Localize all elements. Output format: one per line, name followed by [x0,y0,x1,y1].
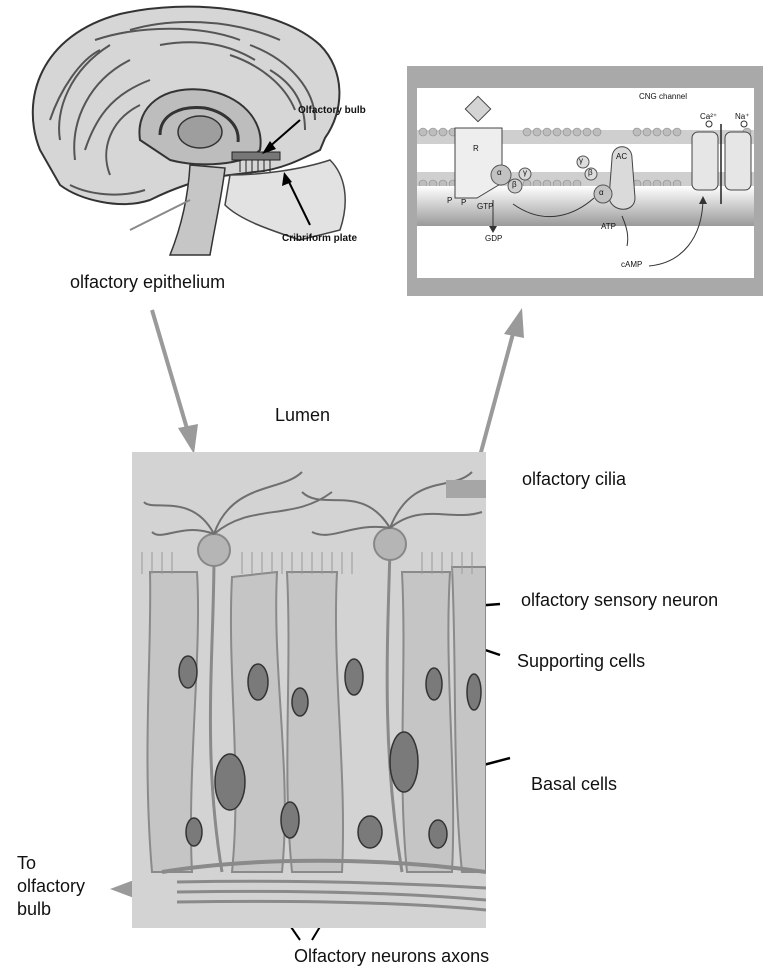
axons-label: Olfactory neurons axons [294,946,489,967]
to-olfactory-bulb-label: To olfactory bulb [17,852,85,921]
to-bulb-line-1: To [17,852,85,875]
olfactory-cilia-label: olfactory cilia [522,469,626,490]
to-bulb-line-2: olfactory [17,875,85,898]
epithelium-illustration [132,452,486,928]
olfactory-sensory-neuron-label: olfactory sensory neuron [521,590,718,611]
basal-cells-label: Basal cells [531,774,617,795]
supporting-cells-label: Supporting cells [517,651,645,672]
lumen-label: Lumen [275,405,330,426]
to-bulb-line-3: bulb [17,898,85,921]
